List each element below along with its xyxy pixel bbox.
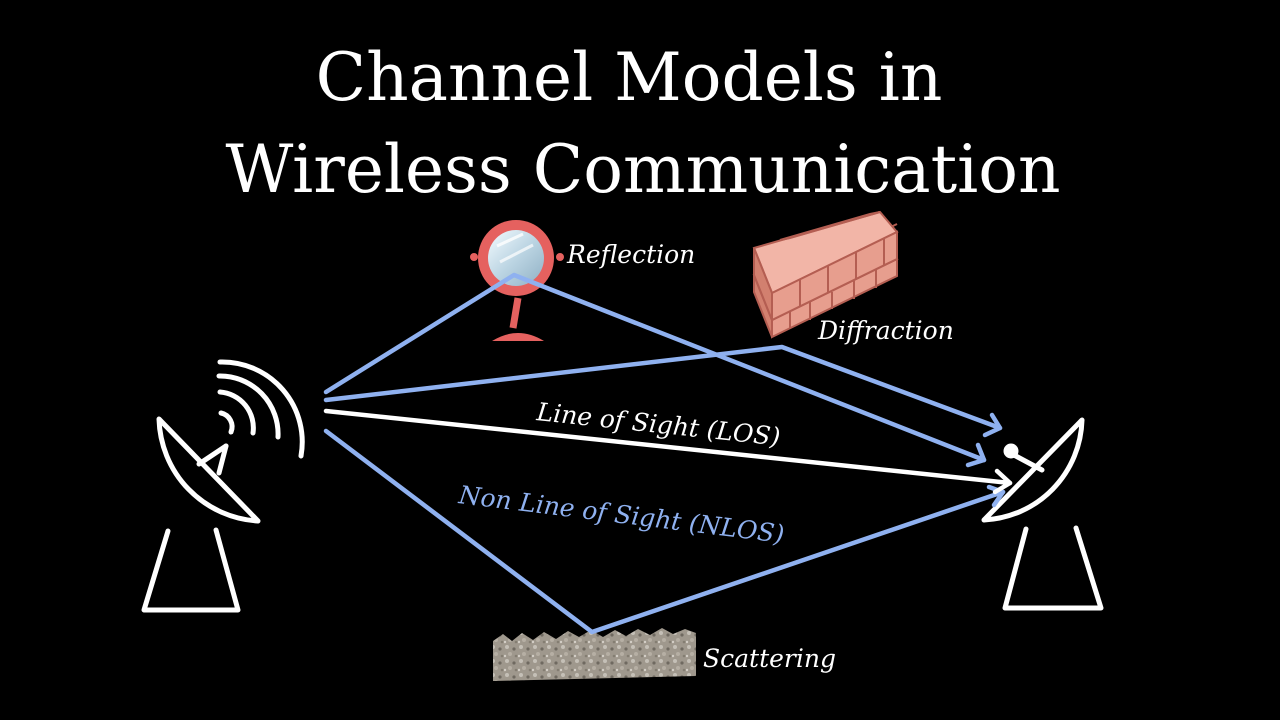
scattering-label: Scattering (703, 644, 836, 673)
reflection-arrowhead (965, 442, 987, 468)
nlos-arrowheads (965, 412, 1006, 508)
diffraction-ray (323, 344, 1003, 431)
title-line-1: Channel Models in (316, 39, 943, 116)
scattering-ray (323, 428, 1006, 635)
title-line-2: Wireless Communication (226, 131, 1061, 208)
reflection-label: Reflection (566, 240, 695, 269)
mirror-icon (470, 220, 564, 341)
nlos-rays (323, 272, 1006, 635)
los-ray (323, 408, 1013, 495)
los-label: Line of Sight (LOS) (534, 397, 781, 452)
los-arrowhead (992, 468, 1013, 495)
gravel-surface-icon (493, 628, 696, 681)
brick-wall-icon (752, 210, 899, 339)
nlos-label: Non Line of Sight (NLOS) (456, 480, 786, 549)
diffraction-label: Diffraction (817, 316, 954, 345)
scattering-arrowhead (986, 484, 1006, 508)
diffraction-arrowhead (982, 412, 1003, 438)
receiver-dish-icon (981, 417, 1104, 611)
transmitter-dish-icon (141, 359, 305, 613)
reflection-ray (323, 272, 987, 463)
